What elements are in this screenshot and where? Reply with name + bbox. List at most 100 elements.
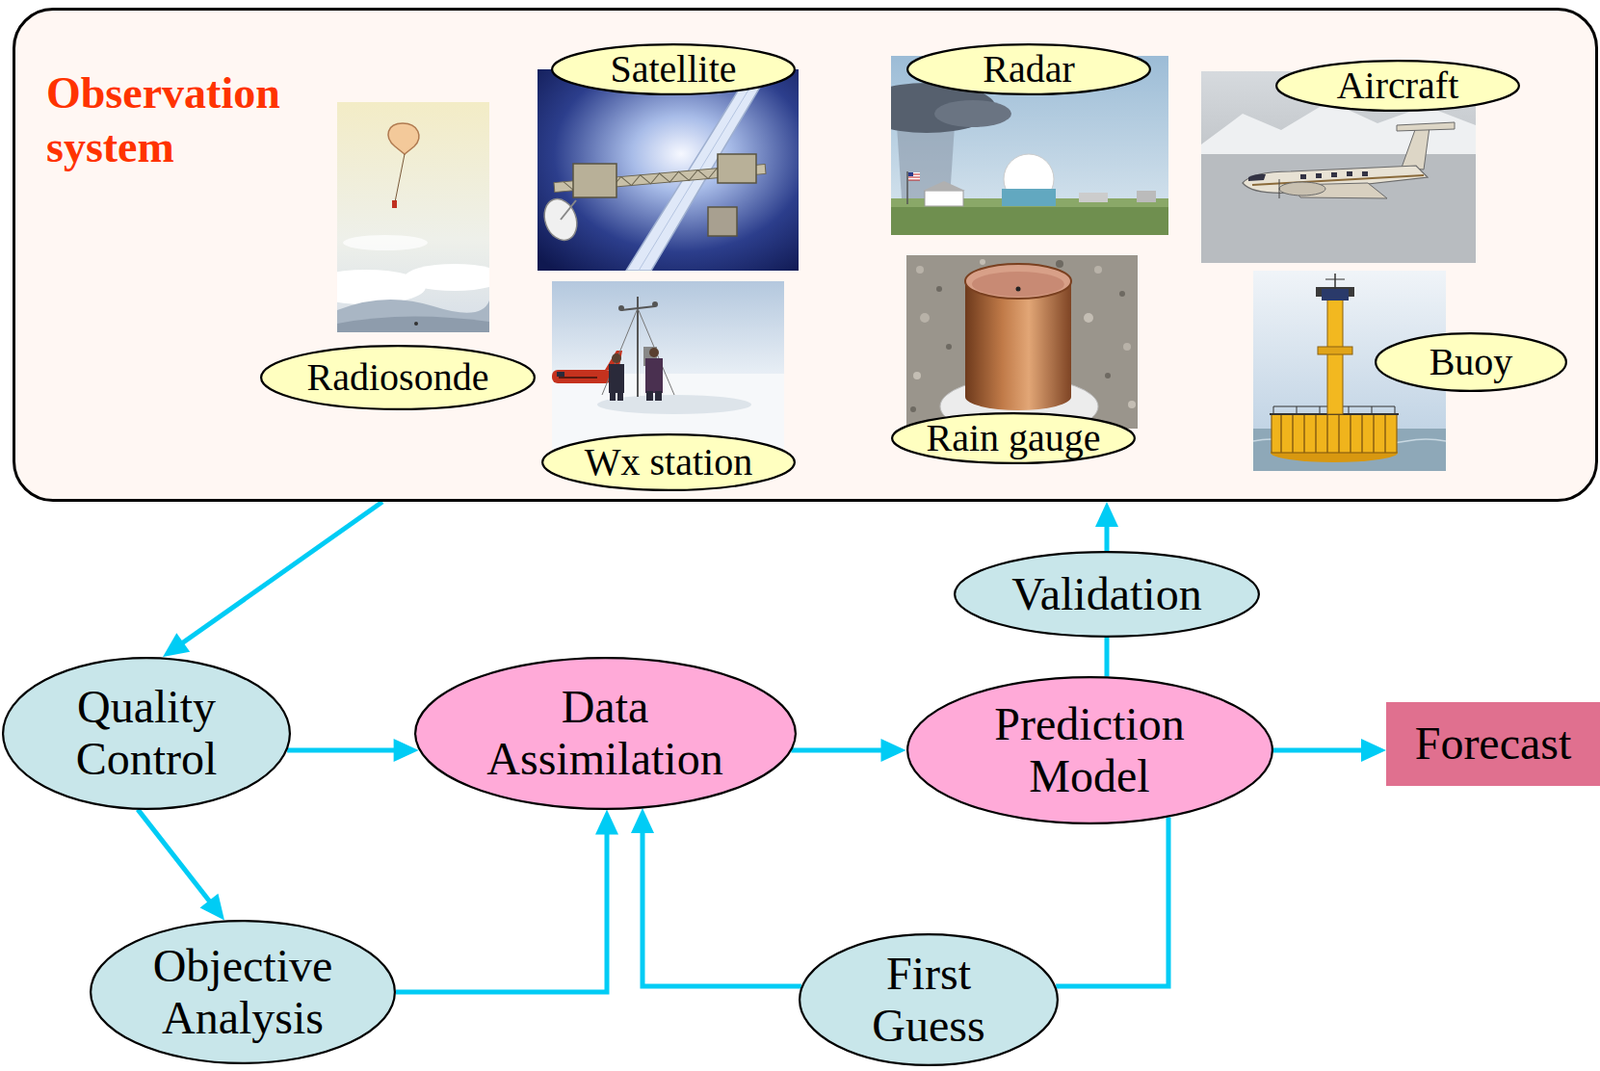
weather-station-photo-part (649, 347, 659, 358)
instrument-label: Wx station (541, 433, 796, 492)
radiosonde-photo-part (342, 235, 428, 251)
rain-gauge-photo-part (913, 371, 921, 380)
rain-gauge-photo-part (965, 263, 1072, 299)
panel-heading: Observation system (46, 66, 281, 175)
satellite-photo-part (708, 207, 737, 237)
observation-system-panel: Observation systemRadiosonde Satellite Wx … (12, 7, 1599, 502)
core-process-ellipse: Data Assimilation (414, 656, 797, 811)
panel-ground (12, 7, 1599, 502)
radar-photo-part (924, 190, 964, 207)
radiosonde-photo (337, 102, 490, 333)
node-label: Forecast (1415, 716, 1573, 770)
buoy-photo-part (1321, 288, 1349, 301)
buoy-photo-part (1281, 414, 1386, 453)
radar-photo-part (1136, 190, 1156, 203)
aircraft-photo-part (1401, 127, 1430, 170)
weather-station-photo-part (558, 376, 598, 379)
radiosonde-photo-part (404, 263, 490, 291)
radiosonde-photo-part (414, 321, 419, 326)
instrument-label: Aircraft (1275, 59, 1521, 112)
node-label: First Guess (871, 947, 985, 1052)
connector-line (1104, 637, 1110, 677)
arrow-head (595, 809, 619, 835)
output-box: Forecast (1386, 702, 1600, 787)
satellite-photo (537, 69, 799, 271)
rain-gauge-photo-part (1104, 372, 1111, 379)
ellipse-shape (90, 920, 395, 1064)
core-process-ellipse: Prediction Model (906, 676, 1274, 825)
weather-station-photo-part (556, 371, 565, 377)
weather-station-photo-part (618, 305, 625, 312)
ellipse-shape (907, 677, 1273, 824)
rain-gauge-photo-part (979, 259, 986, 265)
ellipse-shape (891, 413, 1135, 464)
weather-station-photo-part (621, 306, 656, 311)
process-ellipse: First Guess (798, 933, 1059, 1067)
weather-station-photo-part (551, 369, 612, 384)
radar-photo-part (908, 180, 920, 182)
process-ellipse: Objective Analysis (89, 919, 396, 1065)
weather-station-photo-part (551, 281, 785, 378)
radiosonde-photo-part (337, 299, 490, 333)
rain-gauge-photo-part (1123, 342, 1131, 351)
buoy-photo-part (1325, 279, 1345, 281)
node-label: Satellite (609, 47, 736, 92)
satellite-photo-part (573, 163, 617, 198)
radar-photo-part (934, 100, 1012, 128)
node-label: Radiosonde (307, 355, 490, 400)
connector-line (395, 830, 607, 993)
buoy-photo-part (1334, 273, 1337, 289)
buoy-photo-part (1271, 414, 1397, 453)
arrow-head (630, 808, 655, 834)
node-label: Buoy (1429, 340, 1514, 385)
radar-photo-part (913, 174, 920, 176)
rain-gauge-photo-part (971, 271, 1065, 297)
rain-gauge-photo-part (919, 313, 930, 323)
aircraft-photo-part (1331, 172, 1338, 178)
node-label: Aircraft (1337, 63, 1460, 108)
ellipse-shape (415, 657, 796, 810)
radar-photo-part (908, 172, 920, 181)
connector (1106, 637, 1108, 677)
instrument-label: Radar (906, 43, 1152, 96)
ellipse-shape (907, 44, 1151, 95)
connector (1273, 738, 1388, 762)
weather-station-photo-part (637, 308, 675, 395)
arrow-head (1095, 501, 1119, 527)
radar-photo-part (908, 172, 914, 177)
instrument-label: Radiosonde (260, 344, 536, 411)
node-label: Data Assimilation (486, 681, 723, 786)
ellipse-shape (954, 551, 1260, 637)
rain-gauge-photo-part (1119, 290, 1126, 297)
instrument-label: Buoy (1374, 332, 1568, 393)
connector-line (1055, 817, 1169, 987)
arrow-head (393, 738, 420, 762)
weather-station-photo-part (652, 301, 658, 308)
rain-gauge-photo-part (945, 343, 952, 350)
ellipse-shape (551, 44, 795, 95)
aircraft-photo-part (1201, 154, 1476, 263)
node-label: Objective Analysis (153, 940, 334, 1045)
arrow-head (881, 738, 907, 762)
satellite-photo-part (537, 69, 799, 271)
radar-photo-part (922, 181, 966, 191)
connector-line (1104, 523, 1110, 551)
aircraft-photo-part (1279, 182, 1326, 196)
weather-station-photo-part (617, 391, 624, 401)
connector-line (180, 501, 383, 645)
weather-station-photo-part (611, 353, 622, 364)
aircraft-photo-part (1315, 173, 1322, 179)
aircraft-photo-part (1346, 171, 1353, 177)
node-label: Rain gauge (925, 416, 1101, 461)
weather-station-photo-part (645, 358, 663, 394)
connector (1095, 501, 1119, 551)
weather-station-photo-part (636, 296, 639, 397)
ellipse-shape (1375, 333, 1567, 392)
ellipse-shape (2, 657, 290, 810)
rain-gauge-photo (906, 255, 1138, 429)
aircraft-photo-part (1300, 174, 1307, 180)
satellite-photo-part (538, 194, 582, 245)
rain-gauge-photo-part (1127, 400, 1136, 409)
